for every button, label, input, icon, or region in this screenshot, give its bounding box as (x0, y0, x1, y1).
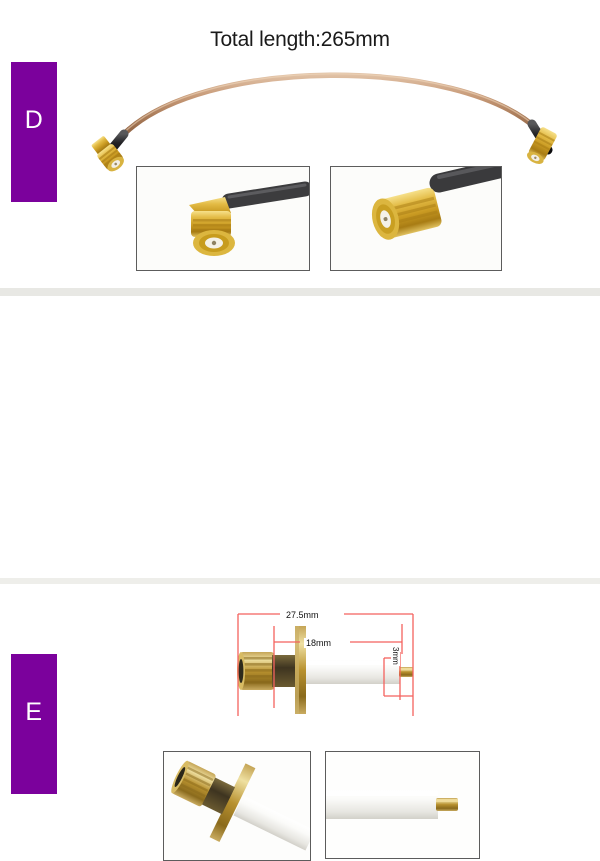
photo-right-angle-connector-closeup (136, 166, 310, 271)
straight-closeup-art (331, 167, 501, 270)
straight-smb-connector (527, 127, 557, 164)
section-letter-badge-e: E (11, 654, 57, 794)
right-angle-smb-connector (91, 136, 124, 172)
photo-bulkhead-angled-view (163, 751, 311, 861)
dimension-label-pin-length: 3mm (391, 646, 400, 666)
photo-ptfe-body-side-view (325, 751, 480, 859)
bulkhead-angled-art (164, 752, 310, 860)
product-section-e: E (0, 296, 600, 861)
ptfe-body-art (326, 752, 479, 858)
cable-assembly-illustration (80, 58, 580, 188)
section-letter-badge-d: D (11, 62, 57, 202)
product-section-d: D Total length:265mm (0, 0, 600, 288)
section-divider-bottom (0, 578, 600, 584)
dimension-label-overall-length: 27.5mm (284, 610, 321, 620)
section-divider-top (0, 288, 600, 296)
total-length-label: Total length:265mm (210, 28, 390, 51)
right-angle-closeup-art (137, 167, 309, 270)
photo-straight-connector-closeup (330, 166, 502, 271)
dimension-callout-lines (237, 613, 414, 716)
dimension-label-body-length: 18mm (304, 638, 334, 648)
